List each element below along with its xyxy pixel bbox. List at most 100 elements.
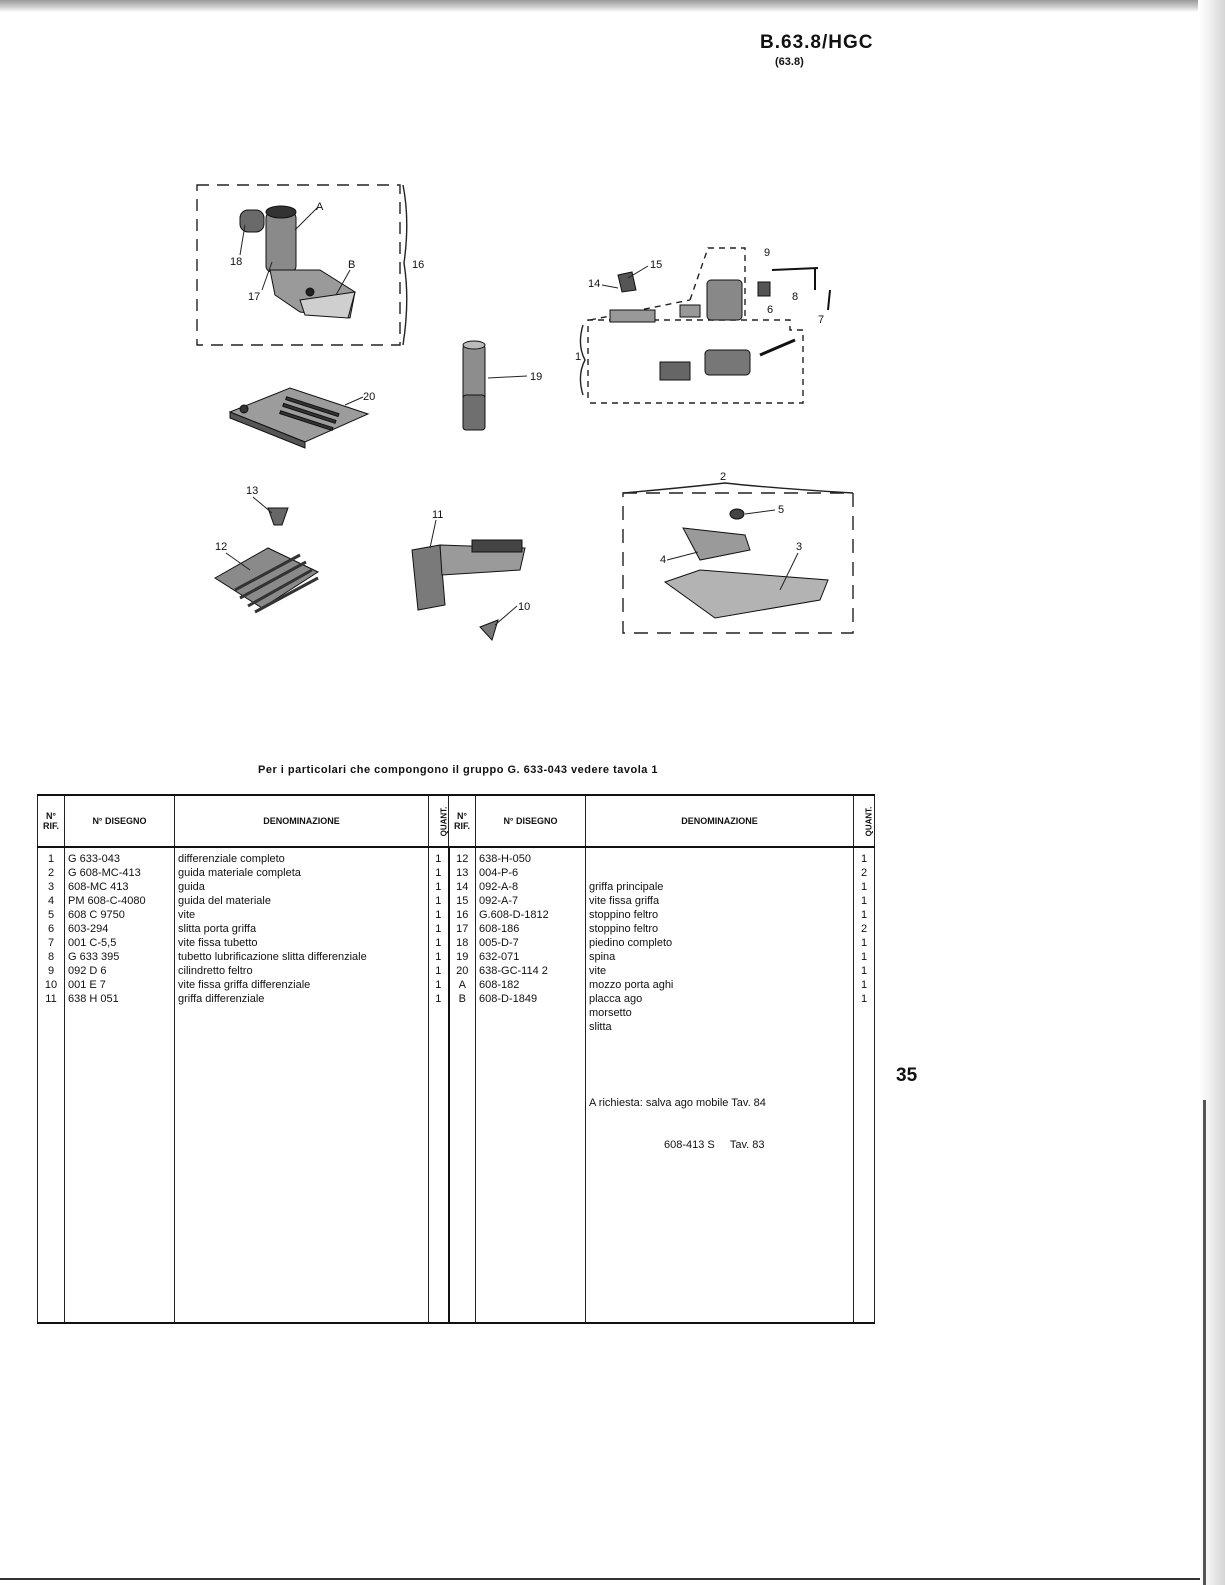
table-cell: griffa principale	[589, 881, 664, 893]
table-cell: 7	[47, 937, 55, 949]
scan-right-line	[1203, 1100, 1206, 1585]
table-cell: 1	[435, 965, 442, 977]
parts-table: N° RIF. N° DISEGNO DENOMINAZIONE QUANT. …	[37, 794, 875, 1324]
group-2-box	[622, 492, 854, 634]
table-cell: 1	[435, 937, 442, 949]
table-cell: PM 608-C-4080	[68, 895, 146, 907]
table-cell: cilindretto feltro	[178, 965, 253, 977]
group-16-box	[196, 184, 401, 346]
table-cell: 17	[456, 923, 469, 935]
callout-20: 20	[363, 391, 375, 403]
callout-10: 10	[518, 601, 530, 613]
table-cell: guida materiale completa	[178, 867, 301, 879]
table-cell: 1	[435, 909, 442, 921]
callout-B: B	[348, 259, 355, 271]
table-cell: 16	[456, 909, 469, 921]
presser-foot-drawing	[239, 205, 356, 319]
table-cell: spina	[589, 951, 616, 963]
table-cell: guida	[178, 881, 205, 893]
table-cell: vite fissa griffa	[589, 895, 660, 907]
group-16-brace	[402, 184, 408, 346]
callout-8: 8	[792, 291, 798, 303]
table-cell: vite fissa griffa differenziale	[178, 979, 311, 991]
table-cell: 1	[435, 993, 442, 1005]
table-cell: 10	[44, 979, 58, 991]
callout-5: 5	[778, 504, 784, 516]
header-disegno-right: N° DISEGNO	[475, 794, 586, 848]
header-rif-left: N° RIF.	[37, 794, 65, 848]
callout-18: 18	[230, 256, 242, 268]
table-cell: 8	[47, 951, 55, 963]
page-code: B.63.8/HGC	[760, 32, 874, 53]
table-cell: 20	[456, 965, 469, 977]
table-cell: 1	[435, 853, 442, 865]
callout-6: 6	[767, 304, 773, 316]
parts-illustration: A B 16 17 18 19 20 1 2 3 4 5 6 7 8 9 10 …	[196, 184, 854, 641]
table-cell: 638 H 051	[68, 993, 119, 1005]
callout-7: 7	[818, 314, 824, 326]
table-cell: stoppino feltro	[589, 923, 659, 935]
table-cell: 638-GC-114 2	[479, 965, 548, 977]
table-cell: G.608-D-1812	[479, 909, 549, 921]
table-cell: 1	[435, 881, 442, 893]
table-cell: differenziale completo	[178, 853, 285, 865]
differential-assembly-drawing	[609, 267, 831, 381]
table-cell: vite fissa tubetto	[178, 937, 258, 949]
callout-2: 2	[720, 471, 726, 483]
callout-17: 17	[248, 291, 260, 303]
scan-top-shadow	[0, 0, 1225, 12]
scan-bottom-line	[0, 1578, 1200, 1580]
callout-A: A	[316, 201, 324, 213]
callout-16: 16	[412, 259, 424, 271]
callout-12: 12	[215, 541, 227, 553]
on-request-note-2: 608-413 S Tav. 83	[664, 1139, 765, 1151]
table-cell: 12	[456, 853, 469, 865]
group-2-brace	[622, 482, 854, 494]
table-cell: G 608-MC-413	[68, 867, 141, 879]
table-cell: 1	[435, 979, 442, 991]
table-cell: 001 C-5,5	[68, 937, 117, 949]
col-denominazione-right: griffa principale vite fissa griffa stoppi…	[585, 847, 854, 1324]
table-cell: piedino completo	[589, 937, 673, 949]
table-cell: 18	[456, 937, 469, 949]
table-cell: 13	[456, 867, 469, 879]
table-cell: 4	[47, 895, 55, 907]
needle-plate-drawing	[228, 387, 370, 449]
table-cell: 1	[860, 993, 868, 1005]
table-cell: 092-A-8	[479, 881, 519, 893]
callout-15: 15	[650, 259, 662, 271]
header-denominazione-left: DENOMINAZIONE	[174, 794, 429, 848]
group-1-brace	[579, 324, 586, 396]
table-cell: 608 C 9750	[68, 909, 125, 921]
table-cell: 1	[860, 965, 868, 977]
table-cell: 9	[47, 965, 55, 977]
table-cell: 1	[860, 951, 868, 963]
table-header-row: N° RIF. N° DISEGNO DENOMINAZIONE QUANT. …	[37, 794, 875, 848]
callout-11: 11	[432, 509, 443, 521]
header-rif-right: N° RIF.	[448, 794, 476, 848]
table-cell: 19	[456, 951, 469, 963]
table-cell: stoppino feltro	[589, 909, 659, 921]
header-quant-left: QUANT.	[428, 794, 449, 848]
table-cell: 5	[47, 909, 55, 921]
col-denominazione-left: differenziale completo guida materiale co…	[174, 847, 429, 1324]
table-cell: 1	[435, 867, 442, 879]
page-number: 35	[896, 1065, 918, 1086]
table-cell: 1	[860, 895, 868, 907]
callout-9: 9	[764, 247, 770, 259]
table-cell: 1	[860, 853, 868, 865]
table-cell: griffa differenziale	[178, 993, 265, 1005]
feed-dog-drawing	[214, 507, 320, 614]
table-cell: 1	[860, 909, 868, 921]
group-reference-note: Per i particolari che compongono il grup…	[258, 764, 659, 776]
table-cell: 608-182	[479, 979, 520, 991]
group-1-box	[587, 319, 804, 404]
table-cell: vite	[178, 909, 196, 921]
table-cell: 1	[435, 895, 442, 907]
table-cell: 608-MC 413	[68, 881, 129, 893]
table-cell: 11	[45, 993, 57, 1005]
table-cell: 004-P-6	[479, 867, 519, 879]
table-cell: 1	[47, 853, 55, 865]
